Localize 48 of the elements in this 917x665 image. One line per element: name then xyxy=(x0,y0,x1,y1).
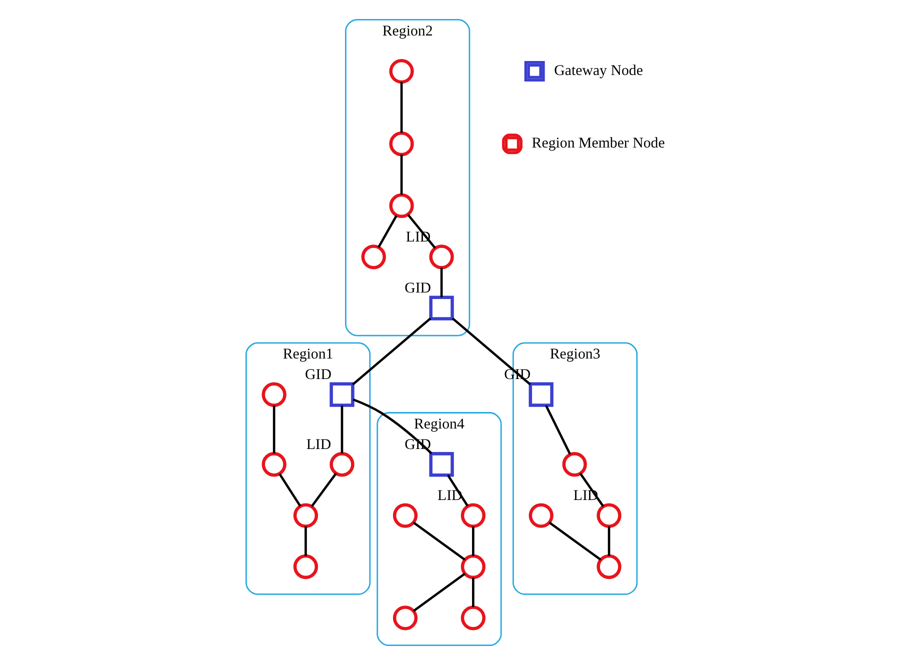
node-label: GID xyxy=(404,280,431,297)
node-circle xyxy=(596,503,621,528)
node-circle xyxy=(460,503,486,528)
connector xyxy=(340,406,343,454)
connector xyxy=(472,578,474,608)
connector xyxy=(446,474,468,507)
connector xyxy=(377,215,397,248)
connector xyxy=(440,268,442,298)
node-circle xyxy=(528,503,553,528)
connector xyxy=(472,526,474,556)
connector xyxy=(412,572,466,612)
connector xyxy=(451,318,531,386)
node-circle xyxy=(292,503,318,528)
node-box xyxy=(528,382,553,407)
node-circle xyxy=(388,132,414,156)
connector xyxy=(400,154,402,195)
node-circle xyxy=(261,452,286,477)
connector xyxy=(278,473,301,507)
legend-label: Gateway Node xyxy=(554,62,642,79)
node-circle xyxy=(329,452,354,477)
connector xyxy=(412,522,465,561)
node-circle xyxy=(460,554,486,580)
legend-label: Region Member Node xyxy=(531,135,664,152)
node-box xyxy=(428,296,454,320)
node-label: GID xyxy=(304,367,331,384)
connector xyxy=(548,522,601,561)
connector xyxy=(352,398,432,454)
node-circle xyxy=(392,503,418,528)
node-circle xyxy=(460,606,486,630)
connector xyxy=(400,82,402,133)
connector xyxy=(304,526,306,556)
node-circle xyxy=(292,554,318,580)
node-circle xyxy=(562,452,586,477)
node-circle xyxy=(360,244,386,270)
node-circle xyxy=(388,193,414,218)
node-circle xyxy=(388,58,414,84)
node-circle xyxy=(392,606,418,630)
node-box xyxy=(329,382,354,407)
node-circle xyxy=(261,382,286,407)
connector xyxy=(544,405,571,455)
connector xyxy=(310,472,336,507)
node-circle xyxy=(596,554,621,580)
connector xyxy=(607,526,610,556)
connector xyxy=(272,406,275,454)
node-circle xyxy=(428,244,454,270)
node-box xyxy=(428,452,454,477)
node-label: LID xyxy=(306,436,331,453)
connector xyxy=(352,318,431,386)
